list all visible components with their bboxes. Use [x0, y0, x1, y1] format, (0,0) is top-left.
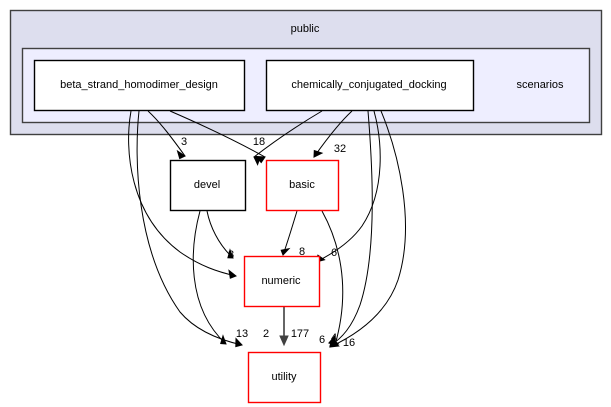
node-basic-label: basic	[289, 179, 315, 191]
node-beta_strand_homodimer_design[interactable]: beta_strand_homodimer_design	[33, 59, 246, 112]
node-chemically_conjugated_docking[interactable]: chemically_conjugated_docking	[265, 59, 475, 112]
edge-devel-utility-line	[192, 210, 227, 345]
edge-bshd-numeric	[128, 110, 237, 279]
edge-ccd-utility-line	[329, 110, 406, 348]
edge-ccd-basic: 32	[313, 110, 353, 158]
edge-devel-numeric: 3	[206, 210, 234, 261]
edge-bshd-utility: 2	[136, 110, 269, 348]
node-devel[interactable]: devel	[169, 159, 247, 212]
edge-ccd-devel-line	[253, 110, 323, 158]
edge-ccd-utility2-label: 4	[331, 332, 337, 344]
edge-bshd-basic-line	[169, 110, 266, 158]
node-basic[interactable]: basic	[265, 159, 340, 212]
edge-bshd-numeric-line	[128, 110, 237, 277]
edge-basic-utility: 16	[321, 210, 355, 349]
node-beta_strand_homodimer_design-label: beta_strand_homodimer_design	[60, 79, 218, 91]
node-numeric[interactable]: numeric	[243, 255, 321, 308]
edge-basic-utility-line	[321, 210, 344, 346]
node-beta_strand_homodimer_design-box[interactable]	[33, 59, 246, 112]
edge-bshd-utility-label: 2	[263, 328, 269, 340]
edge-ccd-utility2: 4	[329, 110, 373, 347]
edge-devel-numeric-arrowhead	[227, 248, 234, 259]
node-basic-box[interactable]	[265, 159, 340, 212]
edge-basic-numeric: 8	[280, 210, 305, 258]
edge-basic-numeric-line	[282, 210, 298, 256]
edge-bshd-devel-line	[147, 110, 186, 157]
edge-numeric-utility-label: 177	[291, 328, 309, 340]
edge-basic-numeric-arrowhead	[280, 247, 291, 256]
node-utility-box[interactable]	[247, 351, 322, 404]
edge-ccd-utility-label: 6	[319, 334, 325, 346]
node-devel-box[interactable]	[169, 159, 247, 212]
edge-basic-numeric-label: 8	[299, 246, 305, 258]
edge-devel-numeric-label: 3	[228, 249, 234, 261]
edge-ccd-numeric-line	[315, 110, 381, 263]
edge-bshd-basic-label: 18	[253, 136, 265, 148]
node-chemically_conjugated_docking-box[interactable]	[265, 59, 475, 112]
cluster-scenarios-label: scenarios	[516, 79, 564, 91]
node-utility[interactable]: utility	[247, 351, 322, 404]
edge-bshd-utility-line	[136, 110, 243, 346]
node-chemically_conjugated_docking-label: chemically_conjugated_docking	[291, 79, 446, 91]
node-numeric-label: numeric	[261, 275, 301, 287]
node-devel-label: devel	[194, 179, 220, 191]
edge-numeric-utility-arrowhead	[279, 335, 289, 347]
edge-ccd-basic-label: 32	[334, 143, 346, 155]
edge-ccd-basic-arrowhead	[313, 149, 324, 158]
edge-devel-utility: 13	[192, 210, 248, 345]
node-numeric-box[interactable]	[243, 255, 321, 308]
edge-bshd-devel: 3	[147, 110, 187, 160]
edge-ccd-utility: 6	[319, 110, 406, 348]
edge-basic-utility-label: 16	[343, 337, 355, 349]
edge-ccd-numeric-label: 6	[331, 247, 337, 259]
edge-numeric-utility: 177	[279, 307, 309, 347]
edge-devel-utility-label: 13	[236, 328, 248, 340]
edge-bshd-utility-arrowhead	[235, 337, 243, 348]
edge-ccd-devel-arrowhead	[253, 156, 261, 166]
cluster-public-label: public	[291, 23, 320, 35]
edge-ccd-utility2-line	[329, 110, 373, 347]
edge-bshd-devel-arrowhead	[176, 149, 187, 160]
edge-bshd-numeric-arrowhead	[228, 269, 237, 279]
node-utility-label: utility	[271, 371, 297, 383]
edge-ccd-utility2-arrowhead	[329, 338, 340, 347]
edge-ccd-devel	[253, 110, 323, 166]
edge-bshd-devel-label: 3	[181, 136, 187, 148]
